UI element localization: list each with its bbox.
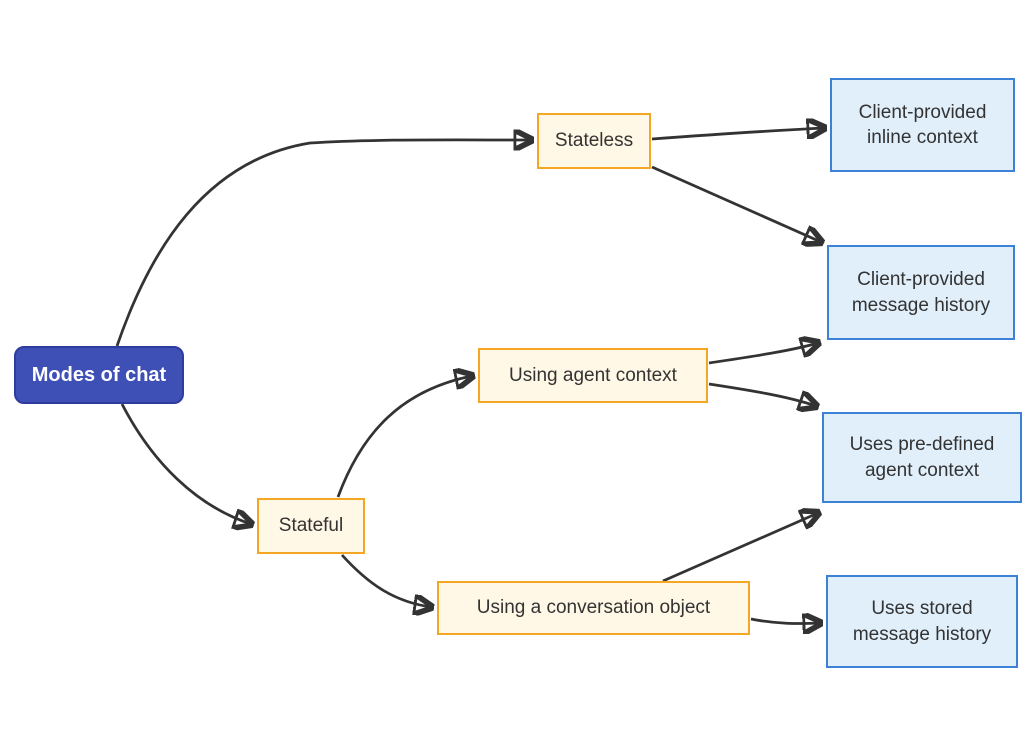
edge-agent-context-predefined-context — [708, 382, 816, 406]
edge-agent-context-message-history — [708, 343, 818, 365]
node-client-provided-message-history: Client-provided message history — [827, 245, 1015, 340]
node-stateless: Stateless — [537, 113, 651, 169]
node-client-provided-inline-context: Client-provided inline context — [830, 78, 1015, 172]
node-uses-stored-message-history: Uses stored message history — [826, 575, 1018, 668]
node-stateful: Stateful — [257, 498, 365, 554]
edge-root-stateful — [120, 403, 251, 524]
edge-stateful-conversation — [340, 554, 431, 607]
edge-stateless-inline-context — [651, 128, 824, 141]
edge-conversation-stored-history — [750, 619, 820, 624]
node-uses-pre-defined-agent-context: Uses pre-defined agent context — [822, 412, 1022, 503]
edge-root-stateless — [115, 140, 531, 347]
edge-stateless-message-history — [651, 165, 821, 242]
node-using-agent-context: Using agent context — [478, 348, 708, 403]
edge-stateful-agent-context — [336, 376, 472, 498]
node-modes-of-chat: Modes of chat — [14, 346, 184, 404]
edge-conversation-predefined-context — [662, 513, 818, 583]
node-using-a-conversation-object: Using a conversation object — [437, 581, 750, 635]
